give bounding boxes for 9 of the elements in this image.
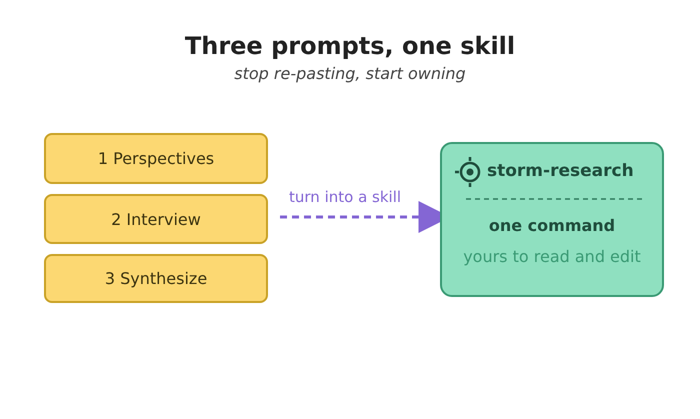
- description-text: yours to read and edit: [462, 247, 642, 266]
- step-box: 1 Perspectives: [44, 133, 268, 184]
- skill-name: storm-research: [487, 161, 634, 181]
- step-box: 2 Interview: [44, 194, 268, 244]
- subtitle: stop re-pasting, start owning: [233, 64, 467, 83]
- step-box: 3 Synthesize: [44, 254, 268, 303]
- title: Three prompts, one skill: [184, 32, 516, 60]
- command-text: one command: [488, 216, 616, 235]
- skill-card: [440, 142, 664, 297]
